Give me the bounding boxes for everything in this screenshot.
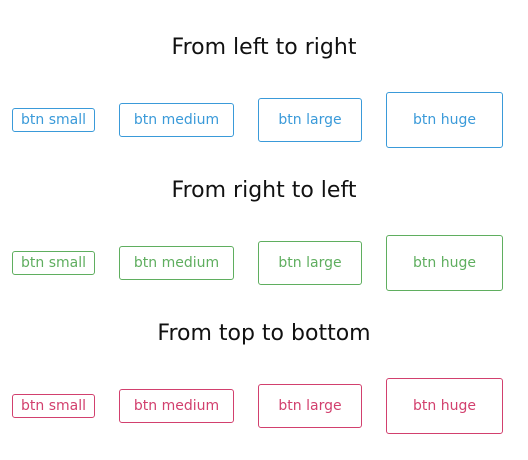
- btn-medium-button[interactable]: btn medium: [119, 389, 234, 423]
- btn-huge-button[interactable]: btn huge: [386, 235, 503, 291]
- btn-medium-button[interactable]: btn medium: [119, 103, 234, 137]
- section-title-top-to-bottom: From top to bottom: [157, 321, 371, 346]
- btn-large-button[interactable]: btn large: [258, 384, 362, 428]
- btn-medium-button[interactable]: btn medium: [119, 246, 234, 280]
- btn-huge-button[interactable]: btn huge: [386, 92, 503, 148]
- btn-small-button[interactable]: btn small: [12, 108, 95, 132]
- section-title-right-to-left: From right to left: [171, 178, 357, 203]
- btn-huge-button[interactable]: btn huge: [386, 378, 503, 434]
- btn-small-button[interactable]: btn small: [12, 251, 95, 275]
- btn-large-button[interactable]: btn large: [258, 241, 362, 285]
- btn-large-button[interactable]: btn large: [258, 98, 362, 142]
- section-title-left-to-right: From left to right: [171, 35, 357, 60]
- btn-small-button[interactable]: btn small: [12, 394, 95, 418]
